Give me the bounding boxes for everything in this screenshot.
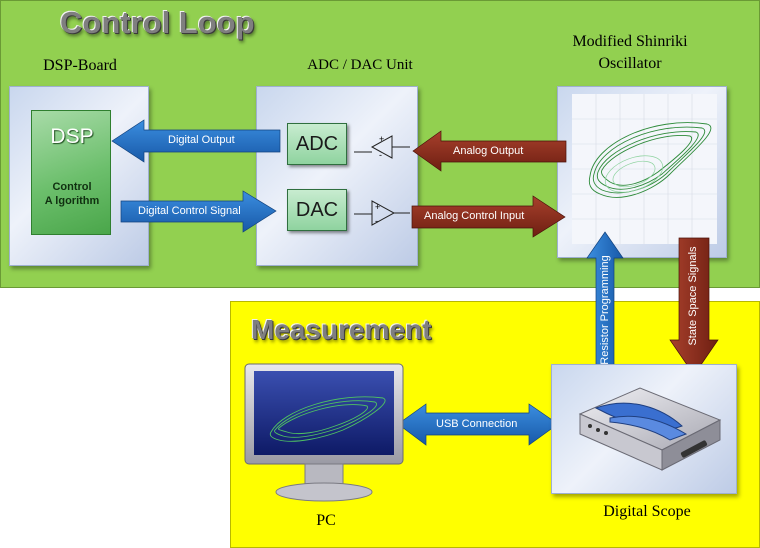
dac-opamp-symbol: + - <box>354 200 410 226</box>
svg-text:+: + <box>375 202 380 212</box>
adc-dac-unit-label: ADC / DAC Unit <box>307 57 413 73</box>
svg-text:+: + <box>379 134 384 144</box>
digital-scope-label: Digital Scope <box>603 503 691 520</box>
oscillator-label: Modified Shinriki Oscillator <box>572 33 688 72</box>
svg-text:-: - <box>375 216 378 226</box>
analog-control-input-label: Analog Control Input <box>424 210 525 222</box>
control-algorithm-line2: A lgorithm <box>44 195 100 207</box>
attractor-plot <box>572 94 717 244</box>
analog-output-arrow <box>412 130 567 172</box>
digital-control-arrow <box>120 190 277 233</box>
pc-label: PC <box>316 512 336 529</box>
resistor-programming-label: Resistor Programming <box>599 255 611 365</box>
svg-text:-: - <box>379 150 382 160</box>
adc-dac-unit <box>256 86 418 266</box>
digital-scope-device-icon <box>578 387 722 471</box>
dsp-board-label: DSP-Board <box>43 57 117 74</box>
control-loop-title: Control Loop <box>60 5 255 40</box>
digital-output-arrow <box>111 119 281 163</box>
digital-control-signal-label: Digital Control Signal <box>138 205 241 217</box>
measurement-title: Measurement <box>251 314 432 345</box>
pc-monitor-icon <box>244 363 404 502</box>
digital-output-label: Digital Output <box>168 134 235 146</box>
dsp-title: DSP <box>50 125 94 148</box>
state-space-signals-label: State Space Signals <box>687 246 699 346</box>
usb-connection-label: USB Connection <box>436 418 518 430</box>
analog-control-arrow <box>411 195 566 238</box>
analog-output-label: Analog Output <box>453 145 524 157</box>
adc-chip: ADC <box>287 123 347 165</box>
dac-chip: DAC <box>287 189 347 231</box>
dsp-chip: DSP Control A lgorithm <box>31 110 111 235</box>
adc-opamp-symbol: + - <box>354 134 410 160</box>
control-algorithm-line1: Control <box>52 181 92 193</box>
state-space-arrow <box>669 237 719 376</box>
